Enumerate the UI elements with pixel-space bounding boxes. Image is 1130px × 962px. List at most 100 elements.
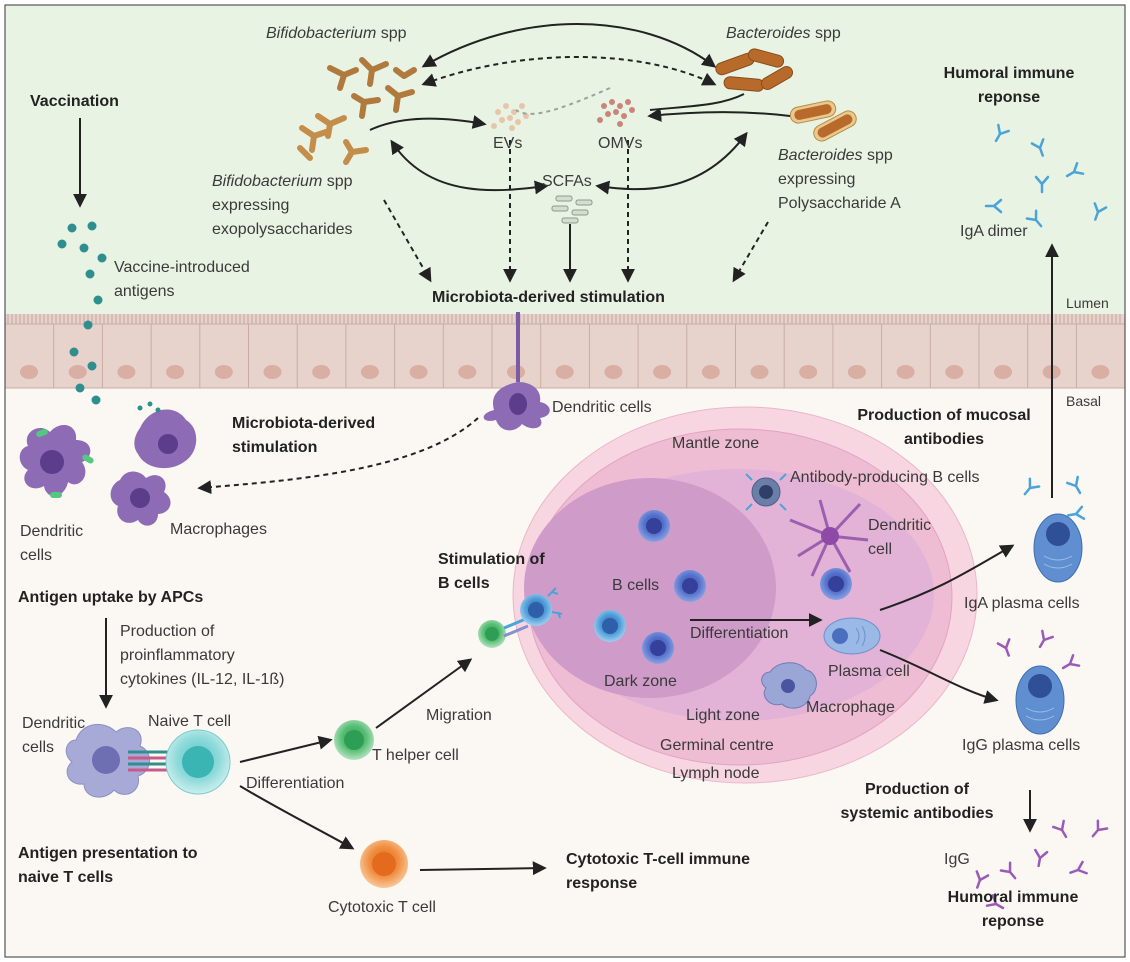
label-evs: EVs bbox=[493, 135, 523, 152]
antibody-icon bbox=[1052, 819, 1068, 839]
label-cytotoxic-response: Cytotoxic T-cell immune response bbox=[566, 851, 751, 892]
igg-antibodies bbox=[975, 629, 1109, 910]
label-microbiota-stimulation-left: Microbiota-derived stimulation bbox=[232, 415, 376, 456]
label-light-zone: Light zone bbox=[686, 707, 760, 724]
label-iga-plasma-cells: IgA plasma cells bbox=[964, 595, 1080, 612]
label-cytotoxic-t-cell: Cytotoxic T cell bbox=[328, 899, 436, 916]
epithelial-nucleus bbox=[312, 365, 331, 379]
frame bbox=[4, 4, 1126, 958]
antibody-icon bbox=[1034, 848, 1049, 868]
antibody-icon bbox=[1034, 175, 1050, 194]
antibody-icon bbox=[1066, 505, 1086, 520]
label-stimulation-b-cells: Stimulation of B cells bbox=[438, 551, 545, 592]
label-t-helper-cell: T helper cell bbox=[372, 747, 459, 764]
label-differentiation-t: Differentiation bbox=[246, 775, 345, 792]
scfas-particles bbox=[551, 195, 593, 224]
stim-arrow-left bbox=[197, 417, 479, 495]
epithelial-nucleus bbox=[555, 365, 574, 379]
epithelial-dendritic-cell bbox=[483, 312, 550, 431]
naive-t-cell bbox=[165, 729, 231, 795]
b-cell-stimulation bbox=[478, 587, 563, 648]
label-mucosal-antibodies: Production of mucosal antibodies bbox=[857, 407, 1031, 448]
igg-plasma-cell-graphic bbox=[1015, 665, 1065, 735]
epithelial-nucleus bbox=[117, 365, 136, 379]
lymph-macrophage bbox=[761, 662, 817, 709]
antibody-producing-b-cell bbox=[745, 473, 787, 511]
epithelial-nucleus bbox=[166, 365, 185, 379]
label-antigen-uptake: Antigen uptake by APCs bbox=[18, 589, 204, 606]
label-microbiota-stimulation: Microbiota-derived stimulation bbox=[432, 289, 665, 306]
epithelial-nucleus bbox=[263, 365, 282, 379]
cytotoxic-t-cell-graphic bbox=[360, 840, 408, 888]
presenting-dendritic-cell bbox=[65, 724, 150, 798]
label-plasma-cell: Plasma cell bbox=[828, 663, 910, 680]
epithelial-nucleus bbox=[1091, 365, 1110, 379]
plasma-cell-graphic bbox=[823, 617, 881, 655]
antibody-icon bbox=[1093, 202, 1108, 221]
epithelial-nucleus bbox=[896, 365, 915, 379]
tcr-complex bbox=[128, 750, 170, 772]
label-bifido-top: Bifidobacterium spp bbox=[266, 25, 407, 42]
label-b-cells: B cells bbox=[612, 577, 660, 594]
label-igg: IgG bbox=[944, 851, 970, 868]
antibody-icon bbox=[994, 123, 1010, 143]
antibody-icon bbox=[1023, 477, 1041, 496]
germinal-b-cells bbox=[594, 510, 852, 664]
epithelial-nucleus bbox=[945, 365, 964, 379]
epithelial-nucleus bbox=[360, 365, 379, 379]
label-omvs: OMVs bbox=[598, 135, 643, 152]
label-macrophages: Macrophages bbox=[170, 521, 267, 538]
label-cytokine-production: Production of proinflammatory cytokines … bbox=[120, 623, 285, 688]
t-helper-cell-graphic bbox=[334, 720, 374, 760]
label-antibody-b-cells: Antibody-producing B cells bbox=[790, 469, 980, 486]
label-bacteroides-psa: Bacteroides spp expressing Polysaccharid… bbox=[778, 147, 901, 212]
iga-plasma-cell-graphic bbox=[1033, 513, 1083, 583]
label-scfas: SCFAs bbox=[542, 173, 592, 190]
epithelial-nucleus bbox=[20, 365, 38, 379]
label-igg-plasma-cells: IgG plasma cells bbox=[962, 737, 1081, 754]
iga-antibodies bbox=[984, 123, 1108, 520]
epithelial-nucleus bbox=[799, 365, 818, 379]
label-humoral-top: Humoral immune reponse bbox=[943, 65, 1075, 106]
microbe-arrows bbox=[369, 23, 791, 283]
epithelial-nucleus bbox=[604, 365, 623, 379]
antibody-icon bbox=[996, 638, 1011, 657]
label-iga-dimer: IgA dimer bbox=[960, 223, 1028, 240]
antibody-icon bbox=[1069, 860, 1088, 875]
label-differentiation-b: Differentiation bbox=[690, 625, 789, 642]
label-dendritic-cells-epithelium: Dendritic cells bbox=[552, 399, 652, 416]
antibody-icon bbox=[975, 870, 990, 889]
epithelial-nucleus bbox=[68, 365, 87, 379]
label-naive-t-cell: Naive T cell bbox=[148, 713, 231, 730]
lymph-dendritic-cell bbox=[789, 499, 869, 577]
bacteroides-psa bbox=[789, 100, 857, 142]
evs-particles bbox=[491, 103, 529, 131]
label-macrophage-lymph: Macrophage bbox=[806, 699, 895, 716]
antibody-icon bbox=[1065, 162, 1085, 178]
vaccine-antigens bbox=[57, 221, 107, 405]
epithelial-nucleus bbox=[847, 365, 866, 379]
label-vaccination: Vaccination bbox=[30, 93, 119, 110]
antibody-icon bbox=[1091, 819, 1109, 838]
epithelial-nucleus bbox=[653, 365, 672, 379]
antibody-icon bbox=[985, 894, 1005, 910]
antibody-icon bbox=[999, 861, 1017, 880]
label-systemic-antibodies: Production of systemic antibodies bbox=[840, 781, 994, 822]
bifidobacterium-exo bbox=[297, 113, 369, 165]
left-macrophage-top bbox=[134, 401, 197, 469]
antibody-icon bbox=[1025, 209, 1043, 228]
omvs-particles bbox=[597, 99, 635, 127]
label-lymph-dendritic-cell: Dendritic cell bbox=[868, 517, 932, 558]
epithelial-nucleus bbox=[994, 365, 1012, 379]
antibody-icon bbox=[1038, 629, 1054, 649]
label-bifido-exo: Bifidobacterium spp expressing exopolysa… bbox=[212, 173, 353, 238]
antibody-icon bbox=[1030, 138, 1045, 157]
epithelial-nucleus bbox=[214, 365, 233, 379]
label-dark-zone: Dark zone bbox=[604, 673, 677, 690]
label-germinal-centre: Germinal centre bbox=[660, 737, 774, 754]
label-left-dendritic-cells: Dendritic cells bbox=[20, 523, 84, 564]
label-lumen: Lumen bbox=[1066, 295, 1109, 311]
t-cell-arrows bbox=[239, 243, 1059, 876]
